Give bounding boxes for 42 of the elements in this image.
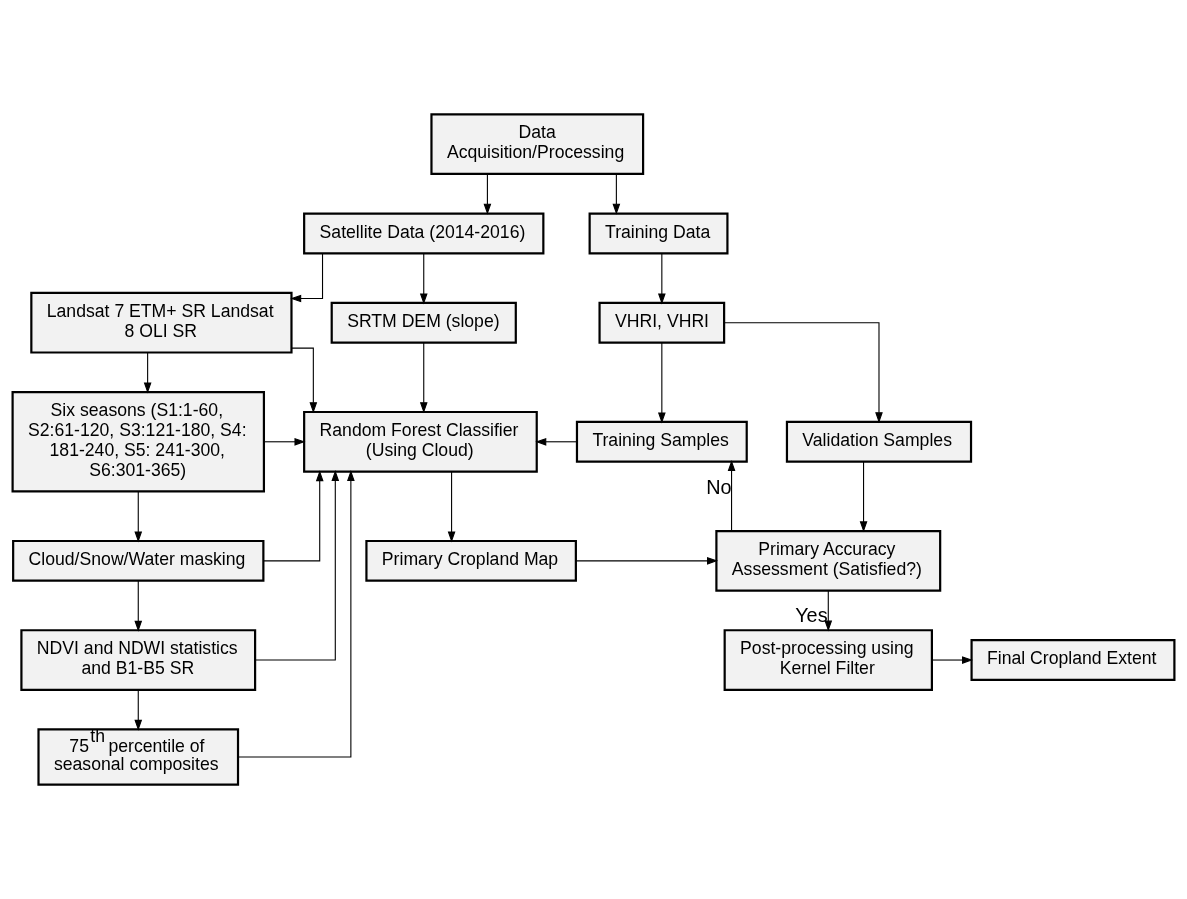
arrow — [143, 352, 152, 394]
node-box: Satellite Data (2014-2016) — [303, 212, 545, 255]
node-box: Final Cropland Extent — [970, 639, 1176, 681]
node-box: Six seasons (S1:1-60, S2:61-120, S3:121-180, S4: 181-240, S5: 241-300, S6:301-365) — [11, 391, 266, 493]
node-box: SRTM DEM (slope) — [330, 301, 517, 344]
node-box: Primary Cropland Map — [365, 539, 577, 582]
arrow — [535, 437, 578, 446]
node-box: Cloud/Snow/Water masking — [12, 539, 265, 582]
arrow — [263, 470, 324, 562]
node-box: Training Data — [588, 212, 729, 255]
arrow — [237, 470, 355, 758]
arrow — [657, 253, 666, 305]
arrow — [134, 491, 143, 543]
node-box: VHRI, VHRI — [598, 301, 726, 344]
node-box: Training Samples — [575, 420, 748, 463]
arrow — [291, 347, 318, 414]
arrow — [931, 656, 974, 664]
node-box: Data Acquisition/Processing — [430, 113, 645, 176]
arrow — [263, 437, 306, 446]
arrow — [859, 461, 868, 533]
arrow — [447, 471, 456, 543]
arrow — [483, 173, 492, 215]
edge-label: Yes — [795, 603, 828, 626]
arrow — [419, 342, 428, 414]
arrow — [254, 470, 340, 661]
arrow — [290, 252, 324, 303]
arrow — [723, 322, 883, 424]
arrow — [134, 580, 143, 632]
node-box: Validation Samples — [785, 420, 973, 463]
arrow — [419, 253, 428, 305]
node-box: Landsat 7 ETM+ SR Landsat 8 OLI SR — [30, 291, 293, 354]
arrow — [134, 689, 143, 731]
arrow — [824, 590, 833, 632]
arrow — [612, 173, 621, 215]
node-box: NDVI and NDWI statistics and B1-B5 SR — [20, 629, 257, 691]
edge-label: No — [706, 476, 732, 499]
node-box: Random Forest Classifier (Using Cloud) — [303, 410, 538, 473]
arrow — [727, 460, 736, 532]
node-box: Post-processing using Kernel Filter — [723, 629, 933, 691]
arrow — [575, 556, 719, 565]
arrow — [657, 342, 666, 424]
node-box: Primary Accuracy Assessment (Satisfied?) — [715, 529, 942, 592]
